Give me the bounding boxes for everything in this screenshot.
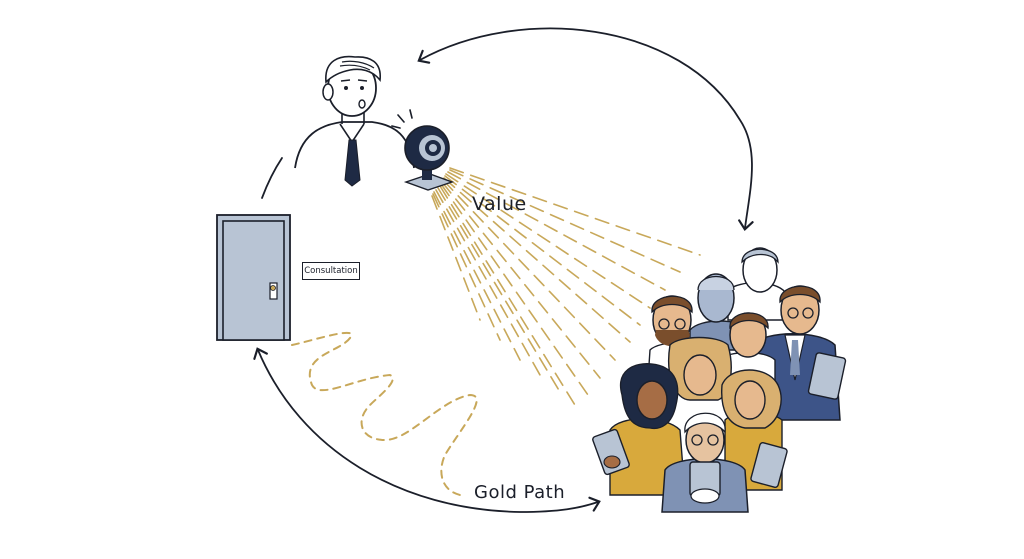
tablet-icon [807, 352, 847, 400]
gold-path-label: Gold Path [474, 482, 566, 503]
gold-path-arrow [253, 347, 601, 513]
left-cycle-line [261, 157, 283, 199]
value-label: Value [472, 193, 527, 215]
tablet-icon [750, 442, 788, 488]
webcam-icon [391, 109, 455, 191]
person-back-white [727, 247, 786, 321]
value-rays [431, 167, 701, 411]
consultation-door [216, 214, 291, 341]
consultation-label: Consultation [304, 266, 358, 276]
person-elderly-front [661, 412, 749, 513]
consultation-sign: Consultation [302, 262, 360, 280]
expert-person [294, 55, 415, 187]
person-suit-navy [749, 285, 847, 421]
person-blonde-woman-1 [668, 336, 732, 401]
gold-dashed-squiggle [291, 331, 478, 496]
door-knob-icon [269, 282, 278, 300]
top-cycle-arrow [417, 27, 754, 232]
tie-icon [344, 139, 361, 187]
audience-crowd [592, 247, 847, 513]
